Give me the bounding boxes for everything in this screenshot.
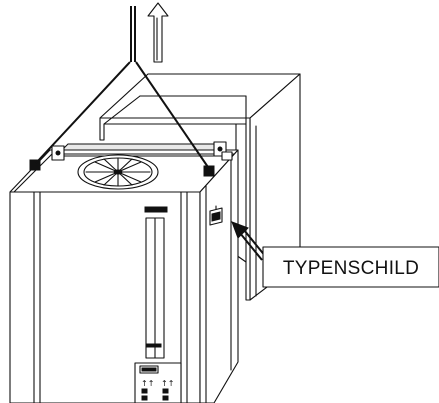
wall-housing [99, 73, 301, 301]
control-strip [144, 206, 168, 359]
typenschild-label: TYPENSCHILD [283, 258, 419, 279]
lifting-sling [35, 6, 211, 171]
typenschild-callout: TYPENSCHILD [262, 246, 439, 288]
top-feet [29, 151, 233, 177]
svg-text:↑↑: ↑↑ [141, 379, 154, 388]
control-buttons: ↑↑ ↑↑ [141, 379, 174, 401]
control-panel: ↑↑ ↑↑ [134, 362, 182, 403]
up-arrow-icon [147, 2, 169, 63]
callout-pointer [231, 221, 267, 261]
mounting-rail [51, 141, 227, 161]
svg-text:↑↑: ↑↑ [161, 379, 174, 388]
fan-icon [77, 154, 159, 190]
type-plate [209, 205, 223, 226]
